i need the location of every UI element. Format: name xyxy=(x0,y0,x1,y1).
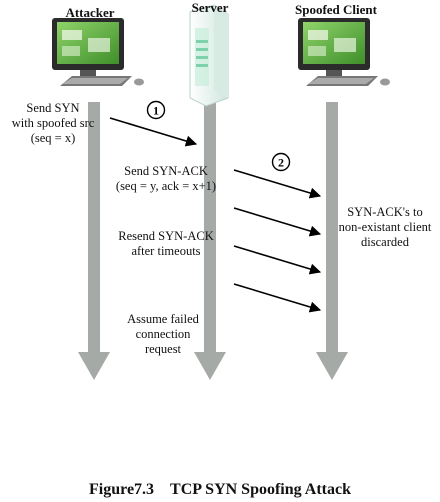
attacker-header: Attacker xyxy=(65,5,115,20)
spoofed-client-computer-icon xyxy=(298,18,390,86)
synack-arrow-1 xyxy=(233,169,322,199)
send-synack-label: Send SYN-ACK (seq = y, ack = x+1) xyxy=(115,164,217,193)
server-header: Server xyxy=(191,0,229,15)
syn-arrow xyxy=(109,117,198,147)
client-timeline xyxy=(316,102,348,380)
figure-number: Figure7.3 xyxy=(89,481,155,498)
figure-title: TCP SYN Spoofing Attack xyxy=(170,481,351,498)
figure-caption: Figure7.3 TCP SYN Spoofing Attack xyxy=(0,481,440,499)
synack-arrow-3 xyxy=(233,245,322,275)
resend-synack-label: Resend SYN-ACK after timeouts xyxy=(118,229,214,258)
assume-failed-label: Assume failed connection request xyxy=(127,312,199,356)
attacker-timeline xyxy=(78,102,110,380)
spoofed-client-header: Spoofed Client xyxy=(295,2,377,17)
attacker-computer-icon xyxy=(52,18,144,86)
send-syn-label: Send SYN with spoofed src (seq = x) xyxy=(11,101,95,145)
server-icon xyxy=(189,4,229,107)
step-1-badge: 1 xyxy=(146,100,166,120)
synack-arrow-2 xyxy=(233,207,322,237)
step-2-badge: 2 xyxy=(271,152,291,172)
synack-discarded-label: SYN-ACK's to non-existant client discard… xyxy=(338,205,432,249)
step-2-number: 2 xyxy=(278,156,284,170)
server-timeline xyxy=(194,102,226,380)
synack-arrow-4 xyxy=(233,283,322,313)
step-1-number: 1 xyxy=(153,104,159,118)
